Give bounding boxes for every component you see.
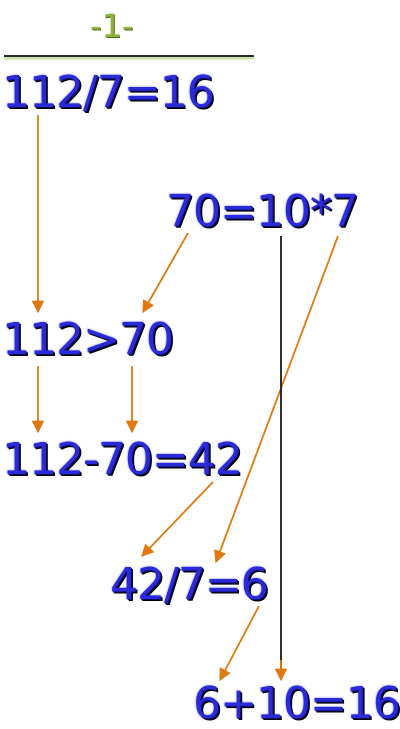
equation-final-sum: 6+10=16 [193,678,400,729]
arrow-product-to-comparison [142,232,189,314]
page-number: -1- [90,7,134,45]
equation-subtraction: 112-70=42 [2,434,243,485]
equation-remainder-division: 42/7=6 [110,559,269,610]
equation-problem: 112/7=16 [2,67,215,118]
arrow-remainder-division-to-final-sum [219,605,260,682]
equation-known-product: 70=10*7 [166,186,359,237]
arrow-subtraction-to-remainder-division [141,481,214,557]
equation-comparison: 112>70 [2,314,174,365]
title-rule [4,55,254,57]
arrow-divisor-to-remainder-division [214,235,339,564]
